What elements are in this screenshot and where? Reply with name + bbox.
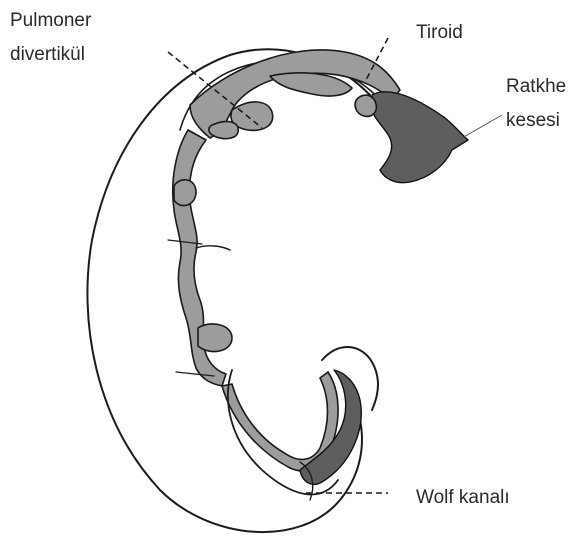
yolk-stalk [196, 246, 230, 250]
pulmonary-bud [209, 121, 238, 138]
label-ratkhe-line2: kesesi [506, 110, 560, 131]
label-ratkhe-line1: Ratkhe [506, 76, 566, 97]
gut-pocket-middle [198, 324, 232, 352]
gut-pocket-upper [174, 180, 196, 206]
rathke-pouch-shape [372, 92, 468, 183]
label-pulmoner-line2: divertikül [10, 44, 85, 65]
foregut-ventral [270, 73, 352, 96]
stomodeum-shape [355, 95, 376, 116]
label-tiroid: Tiroid [416, 22, 463, 43]
ratkhe-leader [462, 115, 502, 138]
label-wolf: Wolf kanalı [416, 487, 510, 508]
label-pulmoner-line1: Pulmoner [10, 10, 92, 31]
